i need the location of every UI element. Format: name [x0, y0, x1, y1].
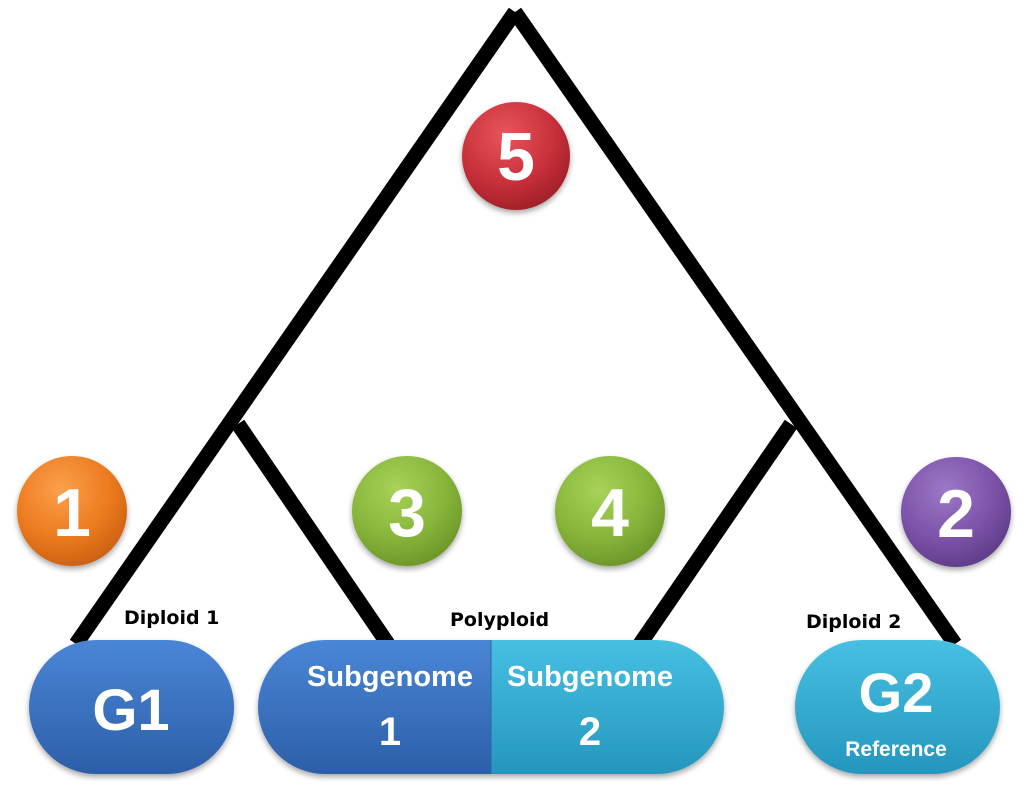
caption-polyploid: Polyploid — [450, 609, 549, 631]
tree-branch-subgenome1 — [231, 419, 395, 649]
genome-g1-label: G1 — [92, 678, 169, 743]
branch-marker-4: 4 — [555, 456, 665, 566]
tree-branch-right-main — [508, 7, 962, 649]
polyploid-genome: Subgenome 1 Subgenome 2 — [258, 640, 724, 774]
branch-marker-4-label: 4 — [591, 475, 629, 551]
genome-g2-reference-label: Reference — [845, 738, 947, 761]
subgenome-1-number: 1 — [379, 710, 401, 754]
genome-g2: G2 Reference — [795, 640, 1000, 774]
tree-branch-left-main — [69, 7, 522, 649]
branch-marker-3-label: 3 — [388, 475, 426, 551]
subgenome-2-title: Subgenome — [507, 661, 673, 693]
branch-marker-2: 2 — [901, 457, 1011, 567]
genome-g1: G1 — [29, 640, 234, 774]
subgenome-2-number: 2 — [579, 710, 601, 754]
caption-diploid-1: Diploid 1 — [124, 607, 219, 629]
branch-marker-5: 5 — [462, 102, 570, 210]
branch-marker-3: 3 — [352, 456, 462, 566]
caption-diploid-2: Diploid 2 — [806, 611, 901, 633]
subgenome-1-fill — [258, 640, 491, 774]
tree-branch-subgenome2 — [633, 419, 798, 649]
branch-marker-5-label: 5 — [497, 119, 535, 195]
subgenome-2-fill — [491, 640, 724, 774]
genome-g2-label: G2 — [859, 661, 934, 724]
tree-lines — [69, 7, 962, 649]
branch-marker-1-label: 1 — [53, 475, 91, 551]
subgenome-1-title: Subgenome — [307, 661, 473, 693]
branch-marker-1: 1 — [17, 456, 127, 566]
branch-marker-2-label: 2 — [937, 476, 975, 552]
